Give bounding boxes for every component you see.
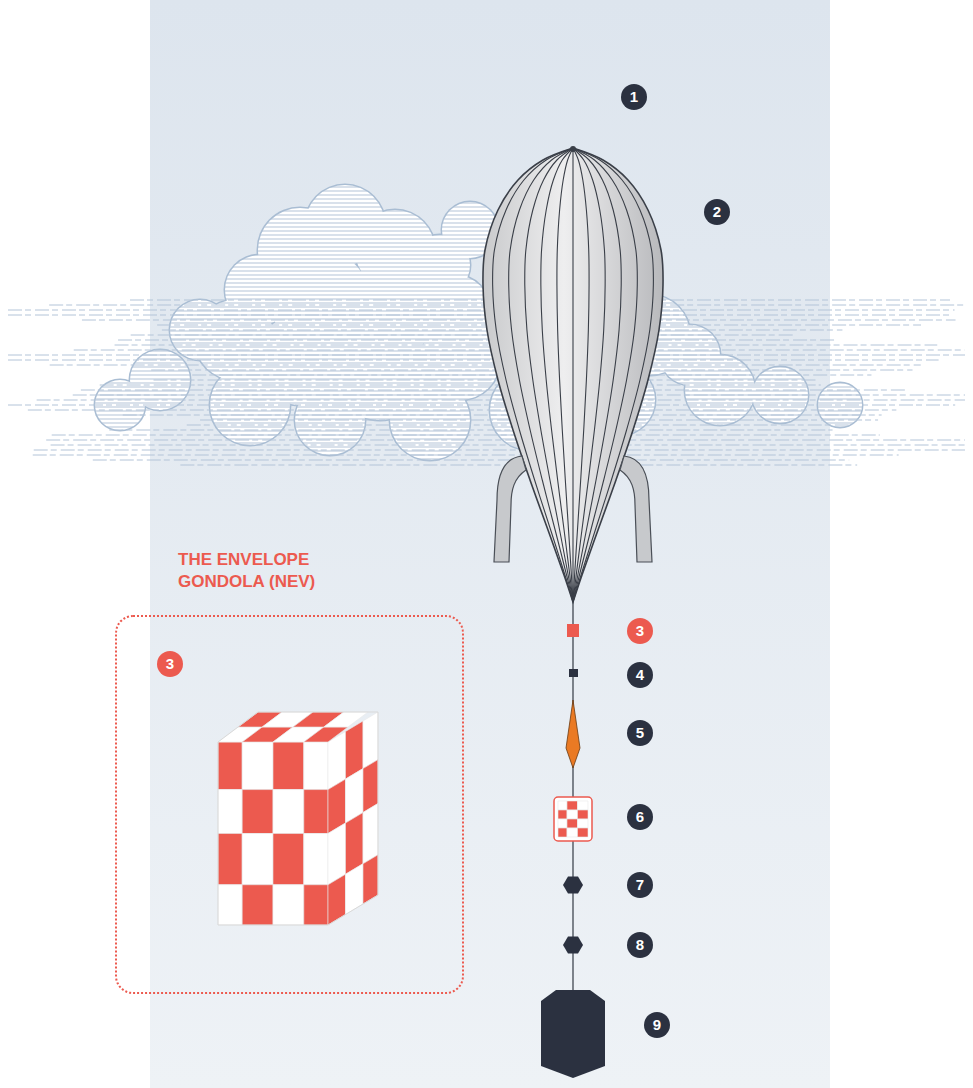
cloud-streak: [8, 310, 955, 311]
gondola-panel: [578, 801, 589, 810]
gondola-panel: [567, 810, 578, 819]
instrument-module: [563, 937, 583, 954]
callout-number: 7: [627, 872, 653, 898]
envelope-gore: [541, 148, 573, 602]
callout-number: 2: [704, 199, 730, 225]
small-module: [569, 669, 578, 677]
inset-panel: THE ENVELOPE GONDOLA (NEV) 3: [115, 545, 464, 994]
callout-number: 6: [627, 804, 653, 830]
box-front-panel: [218, 790, 242, 834]
gondola-panel: [567, 828, 578, 837]
envelope-gore: [509, 148, 573, 602]
callout-number: 3: [157, 651, 183, 677]
cloud-streak: [33, 455, 899, 456]
gondola-panel: [558, 819, 567, 828]
box-front-panel: [218, 742, 242, 790]
envelope-ribbon: [620, 456, 652, 562]
cloud-streak: [123, 415, 882, 416]
checkered-gondola: [554, 797, 592, 841]
sky-panel: [150, 0, 830, 1088]
envelope-gondola: [567, 624, 579, 637]
cloud-streak: [8, 360, 939, 361]
envelope-gore: [572, 148, 573, 602]
box-front-panel: [273, 834, 304, 885]
box-outline: [218, 712, 378, 925]
callout-number: 8: [627, 932, 653, 958]
gondola-panel: [558, 801, 567, 810]
box-side-panel: [328, 874, 346, 925]
box-front-panel: [218, 885, 242, 925]
main-gondola: [541, 990, 605, 1078]
callout-number: 5: [627, 720, 653, 746]
box-front-panel: [304, 885, 328, 925]
instrument-module: [563, 877, 583, 894]
envelope-gore: [557, 148, 573, 602]
box-side-panel: [346, 864, 364, 915]
callout-number: 3: [627, 618, 653, 644]
envelope-gore: [525, 148, 573, 602]
cloud-streak: [93, 460, 849, 461]
box-side-panel: [363, 712, 378, 769]
gondola-panel: [567, 819, 578, 828]
cloud-streak: [37, 400, 965, 401]
box-front-panel: [242, 885, 273, 925]
balloon-envelope: [483, 146, 663, 602]
gondola-panel: [567, 801, 578, 810]
cloud-streak: [100, 385, 821, 386]
cloud-streak: [131, 335, 794, 336]
box-front-panel: [273, 790, 304, 834]
callout-number: 4: [627, 662, 653, 688]
envelope-gore: [493, 148, 573, 602]
parachute: [566, 700, 580, 768]
cloud-streak: [8, 315, 950, 316]
cloud-streak: [28, 410, 896, 411]
gondola-panel: [558, 828, 567, 837]
box-top-panel: [304, 727, 348, 742]
apex-plate: [570, 146, 576, 152]
cloud-streak: [8, 355, 965, 356]
box-side-panel: [363, 804, 378, 864]
envelope-gore: [573, 148, 621, 602]
callout-number: 9: [644, 1012, 670, 1038]
cloud-streak: [34, 450, 965, 451]
gondola-panel: [558, 810, 567, 819]
gondola-inset-drawing: [218, 712, 378, 925]
box-front-panel: [304, 834, 328, 885]
inset-heading: THE ENVELOPE GONDOLA (NEV): [178, 549, 338, 593]
gondola-panel: [578, 810, 589, 819]
callout-number: 1: [621, 84, 647, 110]
cloud-streak: [118, 340, 837, 341]
box-front-panel: [218, 834, 242, 885]
cloud-streak: [154, 380, 817, 381]
cloud-streak: [8, 405, 955, 406]
envelope-gore: [573, 148, 637, 602]
envelope-gore: [573, 148, 653, 602]
flight-train: [541, 600, 605, 1078]
box-front-panel: [273, 742, 304, 790]
box-top-panel: [324, 712, 368, 727]
cloud-streak: [52, 435, 880, 436]
gondola-panel: [578, 828, 589, 837]
envelope: [483, 148, 663, 602]
box-front-panel: [304, 790, 328, 834]
gondola-panel: [578, 819, 589, 828]
cloud-streak: [81, 390, 906, 391]
box-front-panel: [242, 790, 273, 834]
box-front-panel: [242, 742, 273, 790]
envelope-ribbon: [494, 456, 526, 562]
box-front-panel: [273, 885, 304, 925]
cloud-streak: [51, 445, 965, 446]
cloud-streak: [109, 430, 832, 431]
envelope-gore: [573, 148, 605, 602]
gondola-frame: [554, 797, 592, 841]
box-front-panel: [242, 834, 273, 885]
cloud-streak: [46, 440, 965, 441]
cloud-streak: [50, 365, 921, 366]
box-front-panel: [304, 742, 328, 790]
